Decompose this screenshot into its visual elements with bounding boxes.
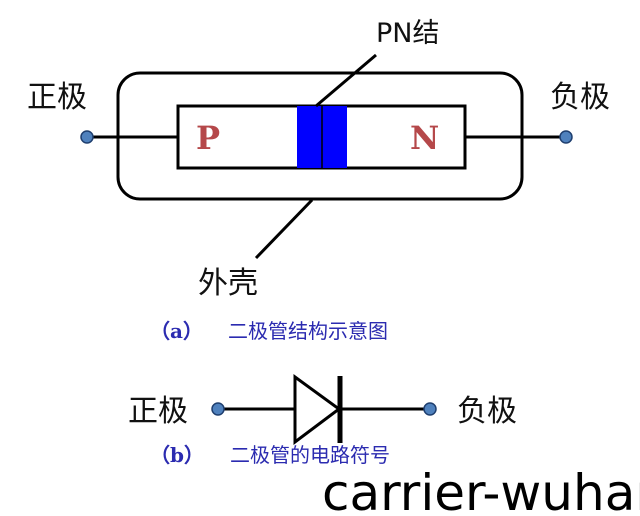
diode-triangle — [293, 374, 342, 445]
symbol-cathode-terminal — [423, 402, 437, 416]
cathode-terminal — [559, 130, 573, 144]
cathode-label: 负极 — [550, 80, 610, 115]
symbol-anode-terminal — [211, 402, 225, 416]
symbol-cathode-label: 负极 — [457, 394, 517, 429]
watermark: carrier-wuhan — [322, 464, 640, 516]
caption-a: 二极管结构示意图 — [228, 319, 388, 343]
caption-b-tag: （b） — [150, 443, 204, 467]
n-region-label: N — [410, 119, 439, 157]
anode-terminal — [80, 130, 94, 144]
caption-a-tag: （a） — [150, 319, 203, 343]
shell-label: 外壳 — [198, 266, 258, 301]
caption-b: 二极管的电路符号 — [230, 443, 390, 467]
shell-pointer — [254, 198, 314, 260]
p-region-label: P — [196, 119, 220, 157]
junction-label: PN结 — [376, 18, 439, 49]
junction-pointer — [315, 53, 377, 108]
anode-label: 正极 — [27, 80, 87, 115]
symbol-anode-label: 正极 — [128, 394, 188, 429]
